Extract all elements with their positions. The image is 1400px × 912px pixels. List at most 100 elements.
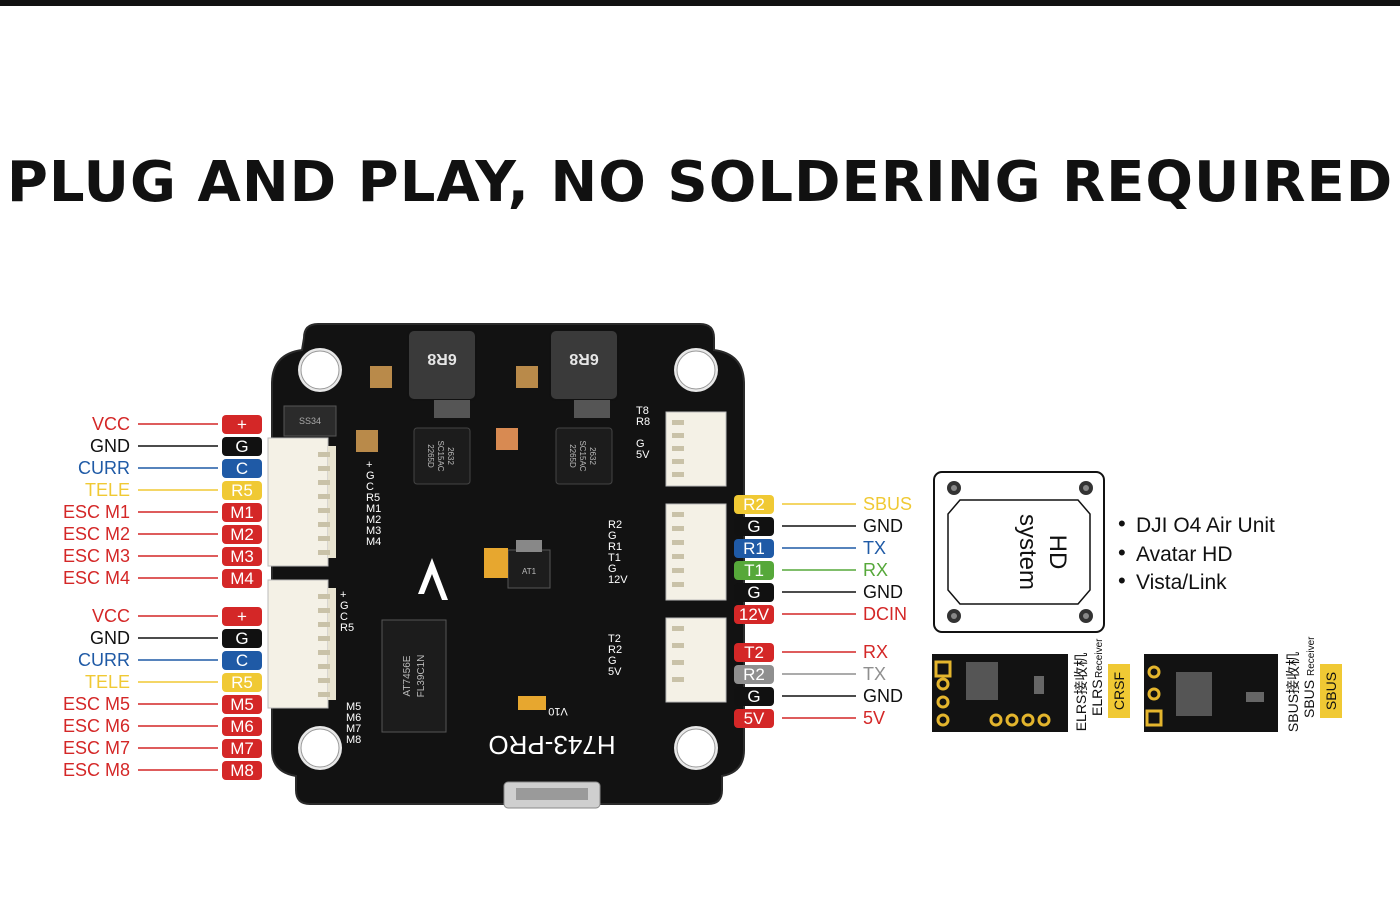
silkscreen-label: G <box>608 655 617 667</box>
buck-chip-left-mark-2: SC15AC <box>436 440 445 471</box>
esc-row-label: ESC M4 <box>63 568 130 588</box>
esc-row-pad <box>222 695 262 714</box>
sbus-sub-label: Receiver <box>1306 636 1317 676</box>
hd-screw-tl <box>947 481 961 495</box>
silkscreen-label: G <box>636 438 645 450</box>
sbus-pad-column <box>1145 665 1163 727</box>
sbus-badge <box>1320 664 1342 718</box>
elrs-badge-text: CRSF <box>1111 672 1127 710</box>
esc-row-label: CURR <box>78 458 130 478</box>
silkscreen-label: G <box>366 470 375 482</box>
esc-row-label: ESC M2 <box>63 524 130 544</box>
sbus-cn-label: SBUS接收机 <box>1285 652 1301 732</box>
esc-row-pad-text: M6 <box>230 717 254 736</box>
signal-row-pad <box>734 583 774 602</box>
buck-chip-right: 2632 SC15AC 2265D <box>555 427 613 485</box>
esc-row-pad-text: M4 <box>230 569 254 588</box>
signal-row-label: RX <box>863 642 888 662</box>
connector-pin <box>318 466 330 471</box>
connector-pin <box>672 540 684 545</box>
esc-row-pad <box>222 547 262 566</box>
connector-pin <box>318 480 330 485</box>
esc-row-pad-text: + <box>237 607 247 626</box>
signal-row-label: GND <box>863 516 903 536</box>
esc-row: CURR C <box>78 458 262 478</box>
osd-chip: AT7456E FL39C1N <box>381 619 447 733</box>
esc-row-pad <box>222 481 262 500</box>
compat-item-1: DJI O4 Air Unit <box>1136 514 1275 537</box>
esc-row-pad-text: M3 <box>230 547 254 566</box>
signal-row-pad-text: G <box>747 687 760 706</box>
silkscreen-label: M7 <box>346 723 361 735</box>
elrs-pad-row <box>989 713 1051 727</box>
silkscreen-label: R8 <box>636 416 650 428</box>
esc-row-pad-text: M2 <box>230 525 254 544</box>
silkscreen-label: R2 <box>608 644 622 656</box>
esc-row-pad <box>222 607 262 626</box>
compat-item-2: Avatar HD <box>1136 543 1232 566</box>
connector-pin <box>318 678 330 683</box>
esc-row: VCC+ <box>92 414 262 434</box>
esc-row-pad-text: C <box>236 651 248 670</box>
silkscreen-label: G <box>340 600 349 612</box>
buck-chip-right-mark-1: 2632 <box>588 447 597 465</box>
hd-screw-tr <box>1079 481 1093 495</box>
silkscreen-label: C <box>366 481 374 493</box>
sbus-receiver: SBUS接收机 SBUS Receiver SBUS <box>1144 636 1342 732</box>
elrs-cn-label: ELRS接收机 <box>1073 653 1089 732</box>
signal-row: R2 TX <box>734 664 886 684</box>
esc-row-label: TELE <box>85 672 130 692</box>
connector-pin <box>672 459 684 464</box>
capacitor <box>516 366 538 388</box>
signal-row-label: DCIN <box>863 604 907 624</box>
diode: SS34 <box>283 405 337 437</box>
connector-pin <box>318 636 330 641</box>
capacitor <box>484 548 508 578</box>
buck-chip-right-mark-3: 2265D <box>568 444 577 468</box>
esc-row-label: ESC M1 <box>63 502 130 522</box>
connector-pin <box>672 643 684 648</box>
signal-row-label: GND <box>863 686 903 706</box>
sbus-en-label: SBUS <box>1301 680 1317 718</box>
esc-row-pad-text: M5 <box>230 695 254 714</box>
silkscreen-label: G <box>608 563 617 575</box>
regulator-chip-mark: AT1 <box>522 567 537 576</box>
silkscreen-label: M8 <box>346 734 361 746</box>
esc-row: VCC + <box>92 606 262 626</box>
sbus-badge-text: SBUS <box>1323 672 1339 710</box>
connector-pin <box>672 582 684 587</box>
esc-row-pad <box>222 525 262 544</box>
esc-row-pad-text: M8 <box>230 761 254 780</box>
esc-row-label: VCC <box>92 606 130 626</box>
connector-pin <box>672 554 684 559</box>
connector-pin <box>672 472 684 477</box>
esc-row-pad-text: C <box>236 459 248 478</box>
connector-pin <box>672 433 684 438</box>
signal-row-pad-text: R2 <box>743 665 765 684</box>
page-title: PLUG AND PLAY, NO SOLDERING REQUIRED <box>6 150 1394 215</box>
esc-row-pad <box>222 761 262 780</box>
connector-pin <box>318 508 330 513</box>
mount-hole-top-left <box>298 348 342 392</box>
capacitor <box>574 400 610 418</box>
hd-label-line1: HD <box>1044 535 1071 570</box>
silkscreen-label: M5 <box>346 701 361 713</box>
connector-pin <box>318 494 330 499</box>
silkscreen-label: M3 <box>366 525 381 537</box>
esc-row-pad-text: M1 <box>230 503 254 522</box>
signal-row-label: TX <box>863 664 886 684</box>
esc-row-pad <box>222 739 262 758</box>
esc-row-pad <box>222 459 262 478</box>
connector-pin <box>318 452 330 457</box>
esc-row-pad-text: M7 <box>230 739 254 758</box>
